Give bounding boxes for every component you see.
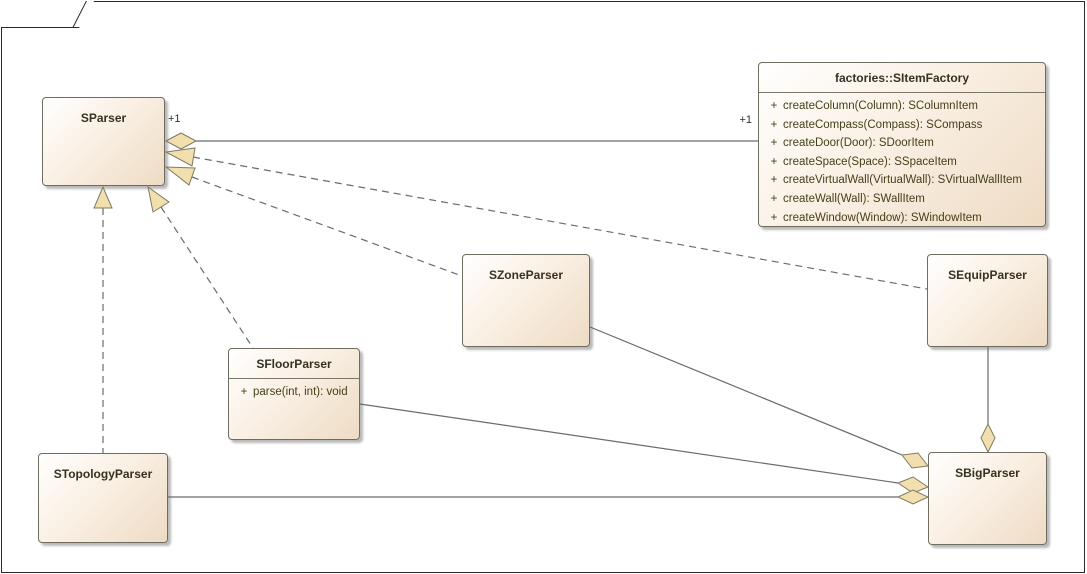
class-name: SEquipParser: [948, 268, 1027, 282]
multiplicity-label-source: +1: [168, 113, 181, 125]
class-box-sequipparser[interactable]: SEquipParser: [927, 254, 1048, 347]
methods-compartment: + createColumn(Column): SColumnItem + cr…: [759, 93, 1045, 227]
method-row[interactable]: + createVirtualWall(VirtualWall): SVirtu…: [759, 171, 1045, 190]
method-row[interactable]: + createWindow(Window): SWindowItem: [759, 209, 1045, 228]
class-box-sitemfactory[interactable]: factories::SItemFactory + createColumn(C…: [758, 62, 1046, 227]
method-signature: createDoor(Door): SDoorItem: [783, 137, 934, 150]
class-name: STopologyParser: [53, 467, 153, 481]
method-signature: parse(int, int): void: [253, 386, 348, 398]
class-box-sparser[interactable]: SParser: [42, 97, 165, 186]
method-row[interactable]: + createSpace(Space): SSpaceItem: [759, 153, 1045, 172]
method-row[interactable]: + createWall(Wall): SWallItem: [759, 190, 1045, 209]
method-row[interactable]: + createColumn(Column): SColumnItem: [759, 97, 1045, 116]
method-visibility: +: [770, 100, 778, 112]
method-signature: createWall(Wall): SWallItem: [783, 192, 925, 205]
compartment-separator: [759, 92, 1045, 93]
class-box-sfloorparser[interactable]: SFloorParser + parse(int, int): void: [228, 348, 360, 440]
class-box-szoneparser[interactable]: SZoneParser: [462, 254, 590, 347]
method-row[interactable]: + parse(int, int): void: [229, 383, 359, 402]
class-box-stopologyparser[interactable]: STopologyParser: [38, 453, 168, 543]
class-name: SFloorParser: [256, 357, 332, 371]
method-signature: createColumn(Column): SColumnItem: [783, 100, 978, 112]
method-visibility: +: [770, 155, 778, 168]
method-visibility: +: [770, 174, 778, 187]
method-visibility: +: [770, 211, 778, 224]
class-box-sbigparser[interactable]: SBigParser: [928, 452, 1047, 545]
method-visibility: +: [770, 137, 778, 150]
compartment-separator: [229, 378, 359, 379]
method-signature: createWindow(Window): SWindowItem: [783, 211, 982, 224]
method-signature: createVirtualWall(VirtualWall): SVirtual…: [783, 174, 1023, 187]
methods-compartment: + parse(int, int): void: [229, 379, 359, 402]
class-name: SZoneParser: [488, 268, 564, 282]
diagram-frame-tab: [1, 1, 94, 28]
class-name: SBigParser: [955, 466, 1020, 480]
method-visibility: +: [770, 118, 778, 131]
class-name: SParser: [80, 111, 127, 125]
method-visibility: +: [240, 386, 248, 398]
class-name: factories::SItemFactory: [834, 71, 970, 85]
method-visibility: +: [770, 192, 778, 205]
multiplicity-label-target: +1: [739, 114, 752, 126]
method-row[interactable]: + createDoor(Door): SDoorItem: [759, 134, 1045, 153]
method-row[interactable]: + createCompass(Compass): SCompass: [759, 116, 1045, 135]
method-signature: createCompass(Compass): SCompass: [783, 118, 983, 131]
method-signature: createSpace(Space): SSpaceItem: [783, 155, 957, 168]
